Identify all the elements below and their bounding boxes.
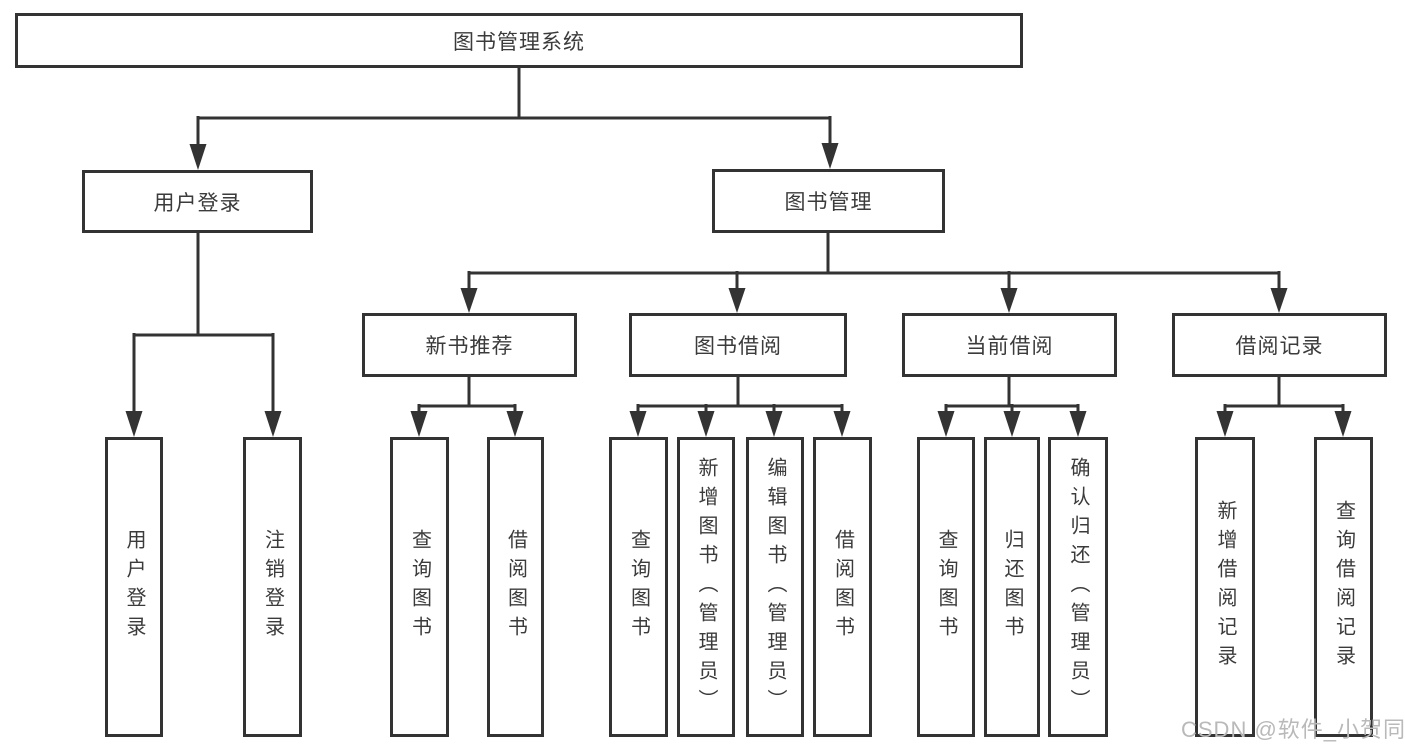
node-book-management-label: 图书管理 (784, 191, 873, 214)
connector-user-login-children (132, 231, 275, 417)
node-new-book-recommend-label: 新书推荐 (425, 335, 514, 358)
leaf-query-books: 查询图书 (609, 437, 668, 737)
leaf-user-login: 用户登录 (105, 437, 163, 737)
leaf-edit-books-admin-label: 编辑图书（管理员） (764, 456, 786, 718)
node-root: 图书管理系统 (15, 13, 1023, 68)
node-borrowing-records: 借阅记录 (1172, 313, 1387, 377)
node-user-login-label: 用户登录 (153, 191, 242, 215)
node-book-management: 图书管理 (712, 169, 945, 233)
leaf-confirm-return-admin-label: 确认归还（管理员） (1067, 456, 1089, 718)
connector-current-borrowing-children (944, 375, 1080, 417)
leaf-user-login-label: 用户登录 (123, 529, 145, 645)
leaf-edit-books-admin: 编辑图书（管理员） (746, 437, 804, 737)
node-borrowing-records-label: 借阅记录 (1235, 335, 1324, 358)
leaf-return-books-label: 归还图书 (1001, 529, 1023, 645)
watermark: CSDN @软件_小贺同学 (1181, 717, 1405, 742)
leaf-add-borrow-record-label: 新增借阅记录 (1214, 500, 1236, 674)
node-book-borrowing-label: 图书借阅 (694, 335, 782, 358)
node-current-borrowing: 当前借阅 (902, 313, 1117, 377)
leaf-logout-label: 注销登录 (261, 529, 284, 645)
leaf-return-books: 归还图书 (984, 437, 1040, 737)
leaf-add-borrow-record: 新增借阅记录 (1195, 437, 1255, 737)
leaf-borrow-books: 借阅图书 (813, 437, 872, 737)
leaf-borrow-books: 借阅图书 (487, 437, 544, 737)
leaf-confirm-return-admin: 确认归还（管理员） (1048, 437, 1108, 737)
leaf-query-books-label: 查询图书 (408, 529, 431, 645)
connector-new-book-recommend-children (417, 375, 517, 417)
connector-book-borrowing-children (636, 375, 844, 417)
node-user-login: 用户登录 (82, 170, 313, 233)
leaf-query-books: 查询图书 (917, 437, 975, 737)
connector-root-to-level2 (196, 66, 832, 150)
leaf-query-books-label: 查询图书 (935, 529, 957, 645)
leaf-query-books: 查询图书 (390, 437, 449, 737)
arrowheads (125, 143, 1352, 437)
leaf-add-books-admin: 新增图书（管理员） (677, 437, 735, 737)
node-book-borrowing: 图书借阅 (629, 313, 847, 377)
node-new-book-recommend: 新书推荐 (362, 313, 577, 377)
connector-borrowing-records-children (1223, 375, 1345, 417)
leaf-query-borrow-record: 查询借阅记录 (1314, 437, 1373, 737)
leaf-logout: 注销登录 (243, 437, 302, 737)
leaf-borrow-books-label: 借阅图书 (831, 529, 854, 645)
leaf-query-books-label: 查询图书 (627, 529, 650, 645)
leaf-add-books-admin-label: 新增图书（管理员） (695, 456, 717, 718)
connector-book-management-children (467, 231, 1281, 293)
leaf-query-borrow-record-label: 查询借阅记录 (1332, 500, 1355, 674)
node-root-label: 图书管理系统 (453, 30, 585, 54)
leaf-borrow-books-label: 借阅图书 (504, 529, 527, 645)
node-current-borrowing-label: 当前借阅 (965, 335, 1054, 358)
